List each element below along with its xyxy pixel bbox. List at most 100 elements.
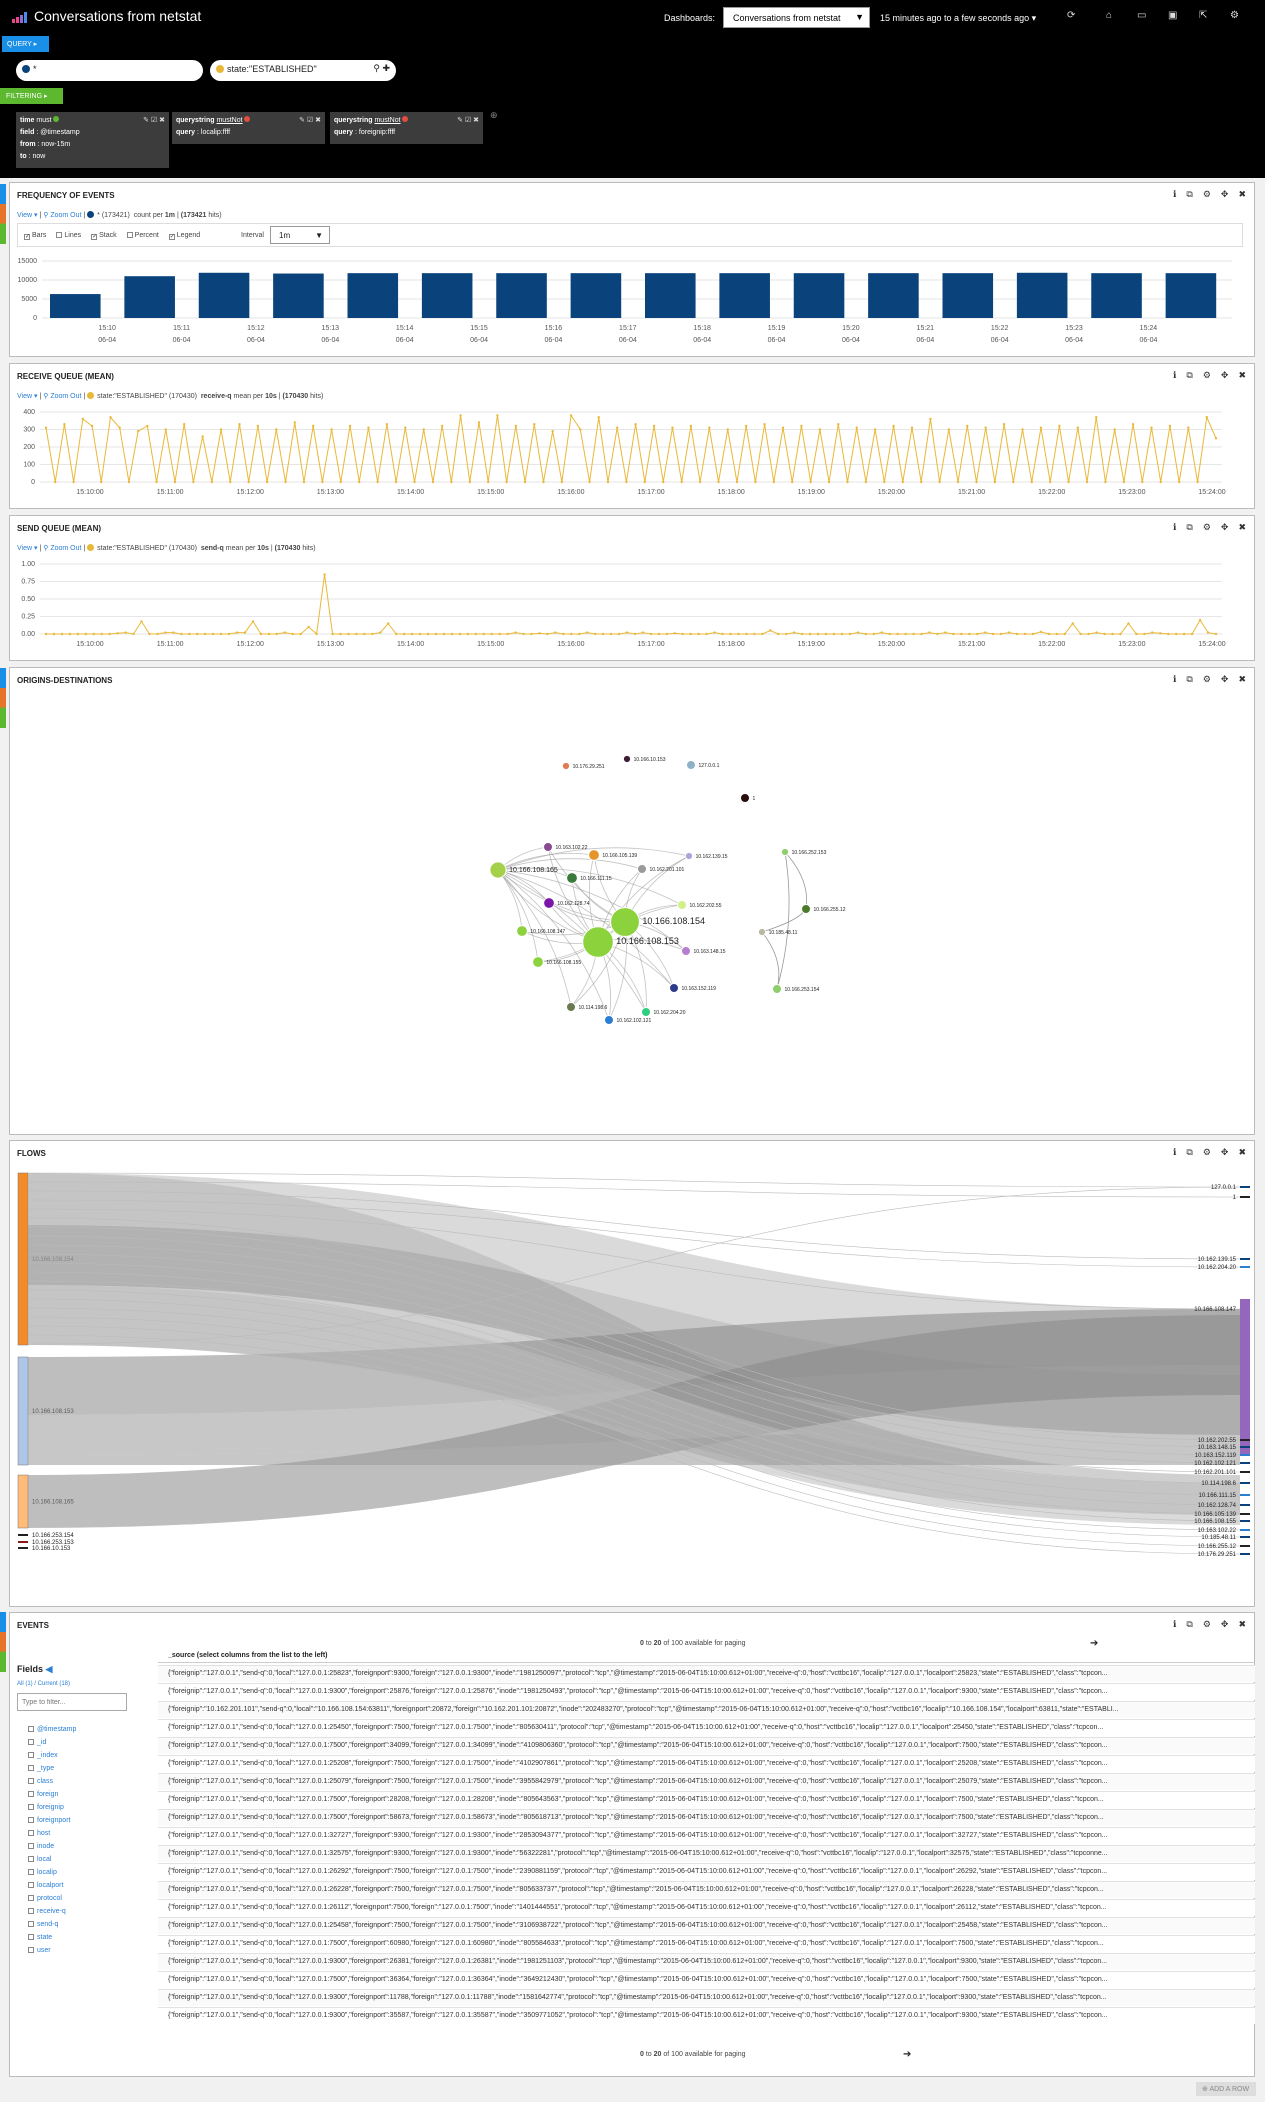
field-item[interactable]: @timestamp	[28, 1726, 76, 1733]
data-point[interactable]	[1087, 632, 1090, 636]
data-point[interactable]	[721, 632, 724, 636]
data-point[interactable]	[1007, 631, 1011, 634]
data-point[interactable]	[514, 631, 517, 634]
data-point[interactable]	[960, 632, 963, 636]
data-point[interactable]	[1196, 480, 1199, 484]
data-point[interactable]	[892, 424, 895, 428]
field-item[interactable]: _index	[28, 1752, 58, 1759]
data-point[interactable]	[657, 632, 661, 636]
data-point[interactable]	[116, 632, 119, 635]
data-point[interactable]	[60, 632, 64, 636]
sankey-target-node[interactable]	[1240, 1454, 1250, 1456]
graph-node[interactable]	[681, 946, 691, 956]
data-point[interactable]	[625, 631, 629, 634]
data-point[interactable]	[546, 632, 549, 636]
data-point[interactable]	[196, 632, 199, 636]
data-point[interactable]	[505, 480, 508, 484]
table-row[interactable]: {"foreignip":"127.0.0.1","send-q":0,"loc…	[158, 1737, 1255, 1754]
data-point[interactable]	[323, 573, 326, 576]
series-line[interactable]	[45, 414, 1217, 483]
move-icon[interactable]: ✥	[1220, 522, 1229, 532]
table-row[interactable]: {"foreignip":"127.0.0.1","send-q":0,"loc…	[158, 1953, 1255, 1970]
data-point[interactable]	[422, 428, 425, 431]
bar[interactable]	[570, 273, 622, 318]
data-point[interactable]	[609, 632, 613, 636]
data-point[interactable]	[1047, 632, 1051, 636]
row-collapse-tab[interactable]	[0, 668, 6, 728]
table-row[interactable]: {"foreignip":"127.0.0.1","send-q":0,"loc…	[158, 1809, 1255, 1826]
data-point[interactable]	[1214, 437, 1218, 440]
sankey-target-node[interactable]	[1240, 1482, 1250, 1484]
data-point[interactable]	[52, 632, 56, 636]
graph-node[interactable]	[740, 793, 750, 803]
data-point[interactable]	[307, 625, 310, 629]
move-icon[interactable]: ✥	[1220, 674, 1229, 684]
checkbox-icon[interactable]	[28, 1804, 34, 1810]
data-point[interactable]	[68, 632, 72, 636]
graph-node[interactable]	[622, 754, 632, 764]
data-point[interactable]	[785, 632, 788, 636]
sankey-target-node[interactable]	[1240, 1545, 1250, 1547]
sankey-target-node[interactable]	[1240, 1471, 1250, 1473]
field-item[interactable]: localport	[28, 1882, 63, 1889]
info-icon[interactable]: ℹ	[1172, 370, 1177, 380]
data-point[interactable]	[1182, 632, 1186, 636]
bar[interactable]	[1091, 273, 1142, 318]
field-item[interactable]: state	[28, 1934, 52, 1941]
data-point[interactable]	[1023, 632, 1027, 636]
data-point[interactable]	[1021, 428, 1024, 431]
close-icon[interactable]: ✖	[1238, 189, 1246, 199]
data-point[interactable]	[127, 480, 131, 484]
checkbox-icon[interactable]	[28, 1908, 34, 1914]
duplicate-icon[interactable]: ⧉	[1186, 1619, 1193, 1629]
data-point[interactable]	[792, 631, 796, 634]
data-point[interactable]	[643, 480, 647, 484]
interval-select[interactable]: 1m▼	[270, 226, 330, 244]
save-icon[interactable]: ▣	[1168, 10, 1178, 21]
checkbox-icon[interactable]	[28, 1856, 34, 1862]
data-point[interactable]	[1095, 416, 1098, 419]
data-point[interactable]	[275, 428, 278, 431]
bar[interactable]	[50, 294, 101, 318]
data-point[interactable]	[523, 480, 527, 484]
data-point[interactable]	[84, 632, 87, 636]
data-point[interactable]	[1111, 632, 1114, 636]
field-item[interactable]: receive-q	[28, 1908, 66, 1915]
gear-icon[interactable]: ⚙	[1202, 1147, 1211, 1157]
field-item[interactable]: send-q	[28, 1921, 58, 1928]
field-item[interactable]: _type	[28, 1765, 54, 1772]
data-point[interactable]	[90, 424, 94, 428]
data-point[interactable]	[291, 632, 294, 636]
data-point[interactable]	[376, 480, 379, 484]
graph-node[interactable]	[610, 907, 640, 937]
data-point[interactable]	[211, 632, 215, 636]
close-icon[interactable]: ✖	[1238, 1619, 1246, 1629]
sankey-target-node[interactable]	[1240, 1553, 1250, 1555]
data-point[interactable]	[468, 480, 471, 484]
data-point[interactable]	[625, 480, 628, 484]
data-point[interactable]	[681, 632, 684, 636]
checkbox-icon[interactable]	[28, 1752, 34, 1758]
time-range-picker[interactable]: 15 minutes ago to a few seconds ago ▾	[880, 13, 1037, 23]
data-point[interactable]	[1031, 632, 1035, 636]
duplicate-icon[interactable]: ⧉	[1186, 189, 1193, 199]
duplicate-icon[interactable]: ⧉	[1186, 522, 1193, 532]
graph-node[interactable]	[780, 847, 790, 857]
move-icon[interactable]: ✥	[1220, 1619, 1229, 1629]
data-point[interactable]	[588, 480, 591, 484]
filter-card[interactable]: querystring mustNot ✎ ☑ ✖query : foreign…	[330, 112, 483, 144]
field-item[interactable]: foreignip	[28, 1804, 64, 1811]
data-point[interactable]	[418, 632, 422, 636]
table-row[interactable]: {"foreignip":"127.0.0.1","send-q":0,"loc…	[158, 2007, 1255, 2024]
data-point[interactable]	[818, 428, 822, 431]
query-input-1[interactable]: *	[16, 60, 203, 81]
data-point[interactable]	[1067, 480, 1070, 484]
data-point[interactable]	[947, 428, 951, 431]
data-point[interactable]	[991, 632, 995, 636]
data-point[interactable]	[355, 632, 358, 636]
collapse-fields-icon[interactable]: ◀	[45, 1664, 53, 1674]
data-point[interactable]	[713, 631, 716, 634]
data-point[interactable]	[904, 632, 907, 636]
data-point[interactable]	[901, 480, 904, 484]
